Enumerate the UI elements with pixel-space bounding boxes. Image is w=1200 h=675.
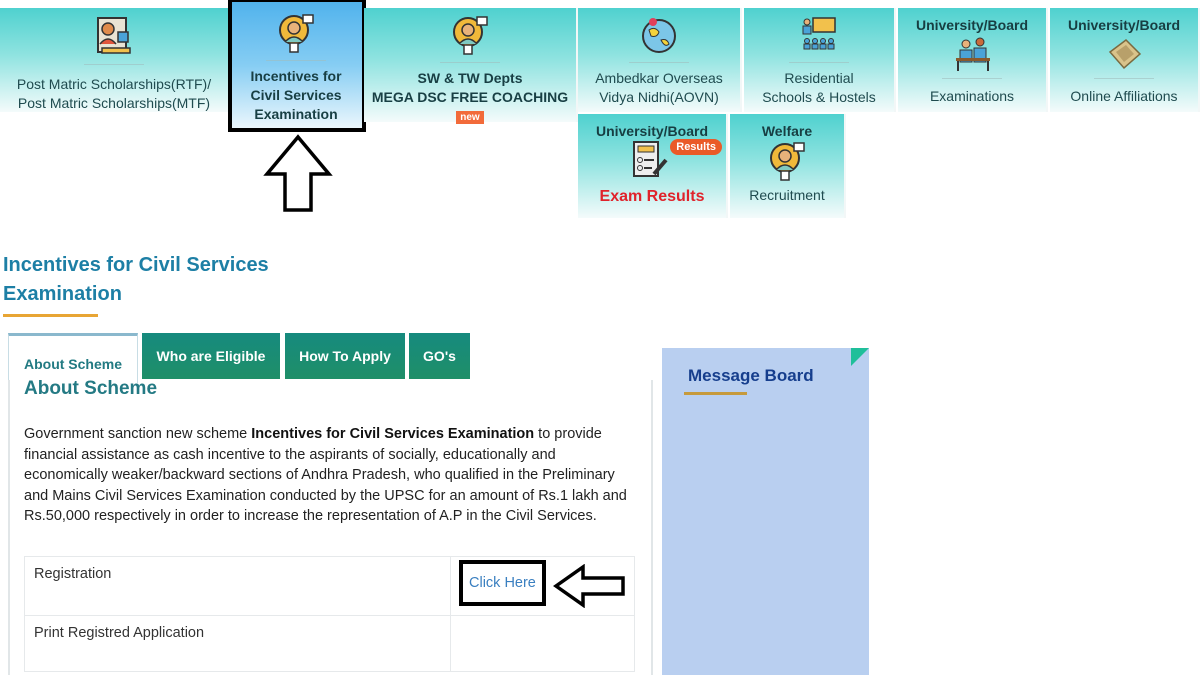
exam-students-icon: [956, 37, 990, 71]
gear-person-icon: [453, 16, 488, 55]
desc-prefix: Government sanction new scheme: [24, 426, 252, 442]
tile-welfare-recruitment[interactable]: Welfare Recruitment: [730, 114, 846, 218]
tile-mega-dsc-coaching[interactable]: SW & TW Depts MEGA DSC FREE COACHING new: [364, 8, 578, 124]
desc-bold: Incentives for Civil Services Examinatio…: [251, 426, 535, 442]
tile-separator: [942, 78, 1002, 79]
tile-label: SW & TW Depts: [417, 70, 523, 86]
tile-post-matric-scholarships[interactable]: Post Matric Scholarships(RTF)/ Post Matr…: [0, 8, 230, 112]
tile-label: Vidya Nidhi(AOVN): [599, 89, 719, 105]
tile-separator: [440, 62, 500, 63]
tile-label: Online Affiliations: [1070, 88, 1178, 104]
message-board: Message Board: [662, 348, 869, 675]
tab-content-panel: [8, 380, 652, 675]
tile-separator: [266, 60, 326, 61]
row-label: Print Registred Application: [24, 615, 451, 672]
panel-border: [651, 380, 653, 675]
row-label: Registration: [24, 556, 451, 616]
message-board-underline: [684, 392, 747, 395]
tile-label: Residential: [784, 70, 854, 86]
table-row: Print Registred Application: [24, 615, 635, 672]
tile-label: Examination: [254, 106, 338, 122]
row-link-cell: Click Here: [450, 556, 635, 616]
tile-heading: Welfare: [761, 123, 813, 139]
tile-separator: [629, 62, 689, 63]
registration-click-here-link[interactable]: Click Here: [459, 560, 546, 606]
title-underline: [3, 314, 98, 317]
tab-gos[interactable]: GO's: [409, 333, 470, 379]
tile-label: Recruitment: [749, 187, 825, 203]
gear-person-icon: [279, 14, 314, 53]
tile-label: Post Matric Scholarships(MTF): [17, 95, 211, 111]
tile-label: Civil Services: [250, 87, 342, 103]
tile-ambedkar-overseas[interactable]: Ambedkar Overseas Vidya Nidhi(AOVN): [578, 8, 742, 112]
tile-label: Examinations: [929, 88, 1015, 104]
scholarship-icon: [97, 17, 131, 54]
globe-icon: [642, 18, 676, 53]
desc-rest: to provide financial assistance as cash …: [24, 426, 627, 524]
tile-label: Ambedkar Overseas: [595, 70, 723, 86]
tile-separator: [1094, 78, 1154, 79]
classroom-icon: [802, 17, 836, 50]
left-arrow-annotation: [553, 564, 625, 608]
links-table: Registration Click Here Print Registred …: [24, 556, 635, 672]
message-board-title: Message Board: [688, 366, 814, 385]
scheme-description: Government sanction new scheme Incentive…: [24, 424, 634, 527]
tile-separator: [84, 64, 144, 65]
result-sheet-icon: [633, 141, 668, 177]
tile-heading: University/Board: [1067, 17, 1181, 33]
tile-label: Post Matric Scholarships(RTF)/: [16, 76, 212, 92]
tile-heading: University/Board: [915, 17, 1029, 33]
tab-who-are-eligible[interactable]: Who are Eligible: [142, 333, 280, 379]
tab-about-scheme[interactable]: About Scheme: [8, 333, 138, 383]
building-icon: [1108, 39, 1142, 70]
page-title: Incentives for Civil Services Examinatio…: [3, 254, 269, 305]
section-title: About Scheme: [24, 378, 158, 399]
tile-label: MEGA DSC FREE COACHING: [371, 89, 569, 105]
results-badge: Results: [670, 139, 722, 155]
row-link-cell: [450, 615, 635, 672]
table-row: Registration Click Here: [24, 556, 635, 616]
exam-results-label: Exam Results: [599, 188, 705, 205]
tile-incentives-civil-services[interactable]: Incentives for Civil Services Examinatio…: [228, 0, 366, 132]
gear-person-icon: [770, 142, 805, 181]
tile-university-examinations[interactable]: University/Board Examinations: [898, 8, 1048, 112]
up-arrow-annotation: [263, 134, 333, 212]
tab-how-to-apply[interactable]: How To Apply: [285, 333, 405, 379]
tile-residential-schools[interactable]: Residential Schools & Hostels: [744, 8, 896, 112]
tile-heading: University/Board: [595, 123, 709, 139]
new-badge: new: [456, 111, 484, 124]
tile-online-affiliations[interactable]: University/Board Online Affiliations: [1050, 8, 1200, 112]
tile-separator: [789, 62, 849, 63]
corner-fold-icon: [851, 348, 869, 366]
tile-label: Schools & Hostels: [762, 89, 876, 105]
tile-exam-results[interactable]: University/Board Results Exam Results: [578, 114, 728, 218]
tile-label: Incentives for: [250, 68, 342, 84]
